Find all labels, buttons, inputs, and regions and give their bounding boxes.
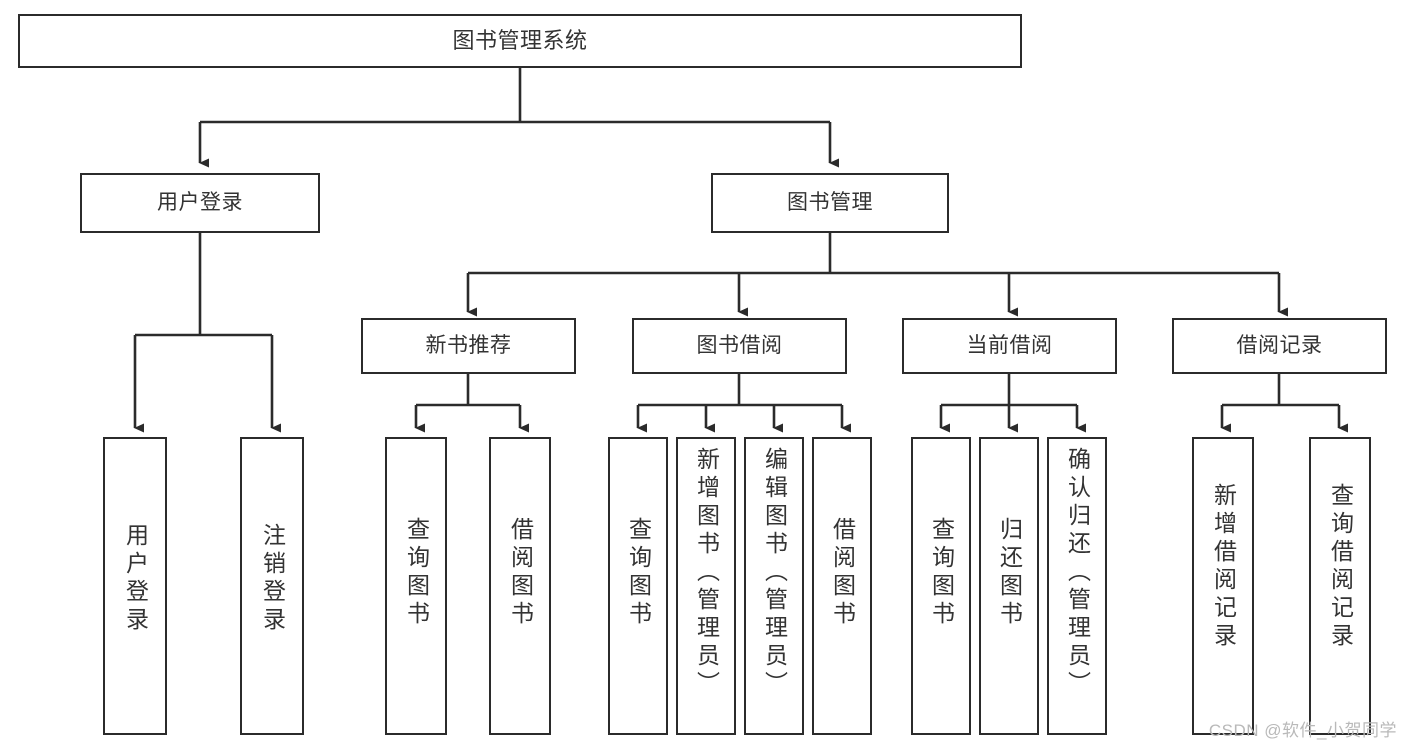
node-user-login-label: 用户登录	[157, 190, 243, 214]
leaf-current-return-book[interactable]: 归还图书	[979, 437, 1039, 735]
leaf-current-return-book-label: 归还图书	[996, 517, 1023, 629]
node-current-borrow[interactable]: 当前借阅	[902, 318, 1117, 374]
leaf-borrow-query-book[interactable]: 查询图书	[608, 437, 668, 735]
leaf-user-login-logout-label: 注销登录	[259, 523, 286, 635]
node-book-borrow-label: 图书借阅	[696, 333, 783, 357]
csdn-watermark: CSDN @软件_小贺同学	[1208, 721, 1397, 740]
node-borrow-record[interactable]: 借阅记录	[1172, 318, 1387, 374]
leaf-record-query-record-label: 查询借阅记录	[1327, 483, 1354, 651]
node-root-label: 图书管理系统	[452, 28, 588, 54]
leaf-new-book-borrow-label: 借阅图书	[507, 517, 534, 629]
leaf-current-confirm-return-admin-label: 确认归还（管理员）	[1064, 447, 1091, 699]
leaf-borrow-query-book-label: 查询图书	[625, 517, 652, 629]
leaf-borrow-borrow-book[interactable]: 借阅图书	[812, 437, 872, 735]
leaf-borrow-add-book-admin[interactable]: 新增图书（管理员）	[676, 437, 736, 735]
leaf-borrow-edit-book-admin-label: 编辑图书（管理员）	[761, 447, 788, 699]
leaf-new-book-query-label: 查询图书	[403, 517, 430, 629]
leaf-borrow-borrow-book-label: 借阅图书	[829, 517, 856, 629]
node-user-login[interactable]: 用户登录	[80, 173, 320, 233]
leaf-record-add-record[interactable]: 新增借阅记录	[1192, 437, 1254, 735]
leaf-user-login-login[interactable]: 用户登录	[103, 437, 167, 735]
leaf-current-query-book[interactable]: 查询图书	[911, 437, 971, 735]
leaf-user-login-logout[interactable]: 注销登录	[240, 437, 304, 735]
leaf-new-book-query[interactable]: 查询图书	[385, 437, 447, 735]
node-new-book-recommend[interactable]: 新书推荐	[361, 318, 576, 374]
leaf-new-book-borrow[interactable]: 借阅图书	[489, 437, 551, 735]
node-book-borrow[interactable]: 图书借阅	[632, 318, 847, 374]
node-book-management-label: 图书管理	[787, 190, 873, 214]
leaf-current-confirm-return-admin[interactable]: 确认归还（管理员）	[1047, 437, 1107, 735]
node-root-book-management-system[interactable]: 图书管理系统	[18, 14, 1022, 68]
leaf-record-add-record-label: 新增借阅记录	[1210, 483, 1237, 651]
leaf-borrow-edit-book-admin[interactable]: 编辑图书（管理员）	[744, 437, 804, 735]
node-borrow-record-label: 借阅记录	[1236, 333, 1323, 357]
leaf-borrow-add-book-admin-label: 新增图书（管理员）	[693, 447, 720, 699]
node-book-management[interactable]: 图书管理	[711, 173, 949, 233]
leaf-record-query-record[interactable]: 查询借阅记录	[1309, 437, 1371, 735]
node-current-borrow-label: 当前借阅	[966, 333, 1053, 357]
leaf-current-query-book-label: 查询图书	[928, 517, 955, 629]
leaf-user-login-login-label: 用户登录	[122, 523, 149, 635]
node-new-book-recommend-label: 新书推荐	[425, 333, 512, 357]
